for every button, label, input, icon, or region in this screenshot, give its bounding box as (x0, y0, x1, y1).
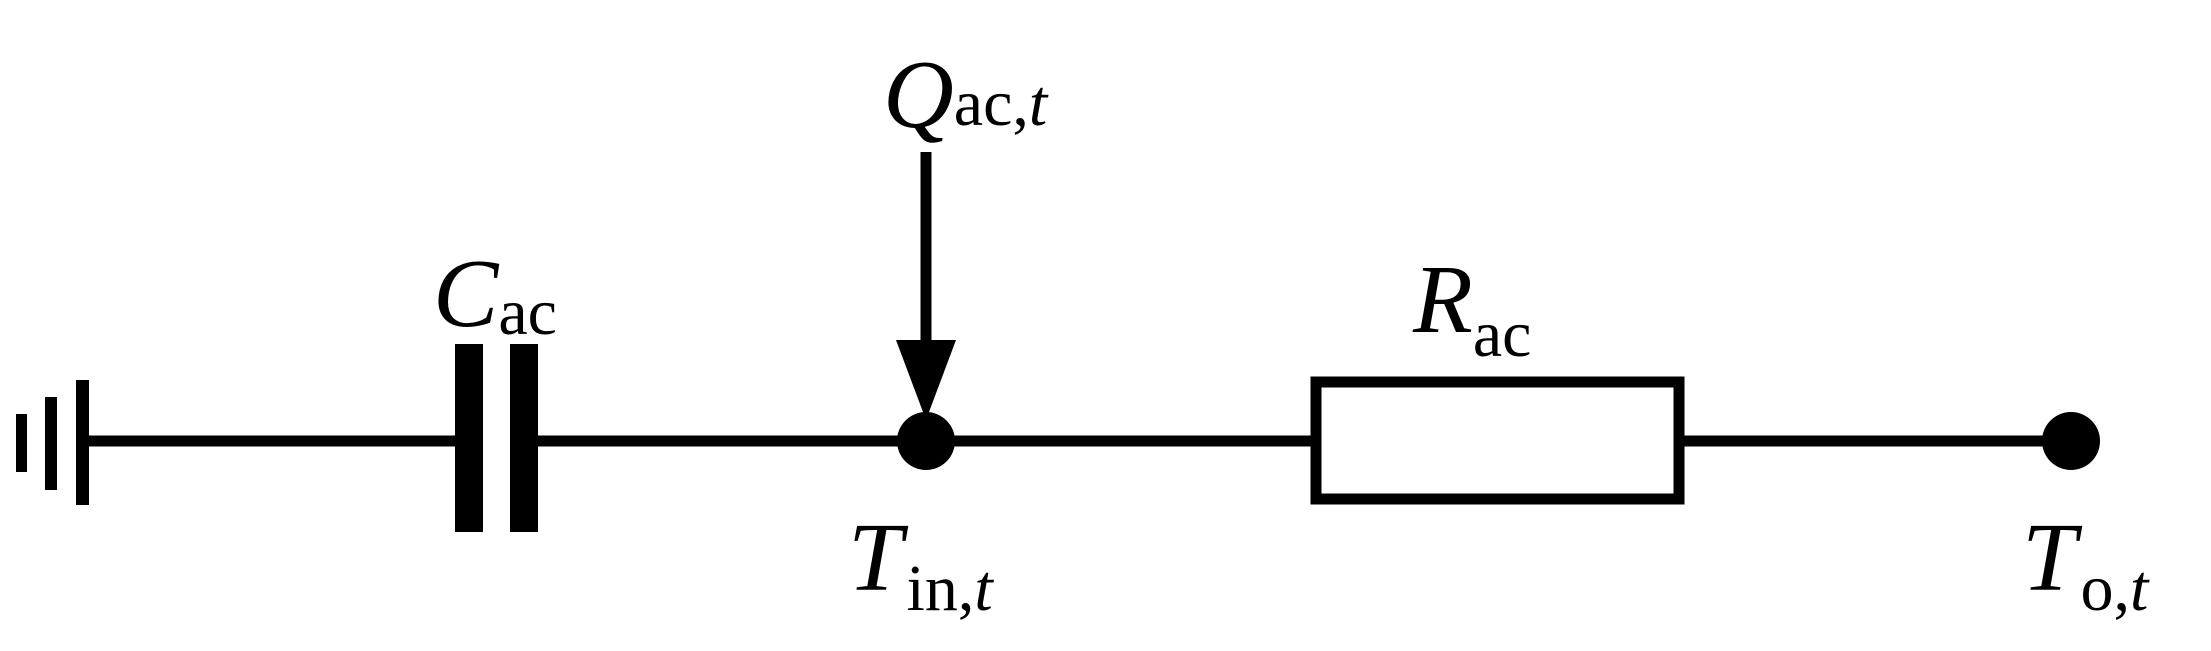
resistor-label: Rac (1412, 246, 1531, 371)
resistor-symbol: R (1412, 246, 1473, 354)
capacitor-symbol: C (433, 240, 500, 348)
node-dot-icon (2042, 412, 2100, 470)
heat-input-subscript-var: t (1029, 67, 1049, 140)
node-out-subscript-var: t (2130, 552, 2150, 625)
node-in-subscript-var: t (974, 552, 994, 625)
resistor-icon (1310, 376, 1685, 505)
heat-input-subscript: ac, (954, 67, 1029, 140)
ground-icon (16, 380, 89, 505)
capacitor-subscript: ac (498, 276, 557, 349)
resistor-subscript: ac (1473, 298, 1532, 371)
node-out-subscript: o, (2081, 552, 2131, 625)
heat-input-symbol: Q (883, 41, 954, 149)
capacitor-label: Cac (433, 240, 557, 349)
heat-input-label: Qac,t (883, 41, 1049, 149)
arrow-down-icon (896, 152, 956, 420)
node-in-symbol: T (848, 504, 909, 612)
capacitor-icon (455, 344, 538, 532)
node-in-subscript: in, (907, 552, 975, 625)
node-out-label: To,t (2022, 504, 2150, 625)
node-in-label: Tin,t (848, 504, 994, 625)
node-out-symbol: T (2022, 504, 2083, 612)
